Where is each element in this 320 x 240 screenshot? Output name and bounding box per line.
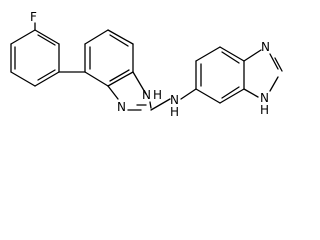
pyridine-ring	[84, 29, 134, 87]
imidazole-ring	[243, 49, 283, 98]
atom-f: F	[30, 10, 37, 24]
atom-n-amine: N	[170, 93, 179, 107]
molecule-structure: F N H N N H N N H	[10, 10, 283, 119]
atom-n-imidazole: N	[261, 40, 270, 54]
atom-n-triazole-nh: N	[142, 88, 151, 102]
atom-h-amine: H	[170, 105, 179, 119]
c-nh-bond	[150, 98, 171, 111]
atom-n-triazole: N	[117, 100, 126, 114]
benzimidazole-benzene-ring	[195, 46, 245, 104]
atom-h-imidazole-nh: H	[260, 103, 269, 117]
atom-h-triazole-nh: H	[153, 88, 162, 102]
triazole-ring	[107, 71, 152, 111]
nh-aryl-bond	[180, 88, 197, 100]
fluorophenyl-ring	[10, 29, 60, 87]
atom-n-imidazole-nh: N	[260, 91, 269, 105]
